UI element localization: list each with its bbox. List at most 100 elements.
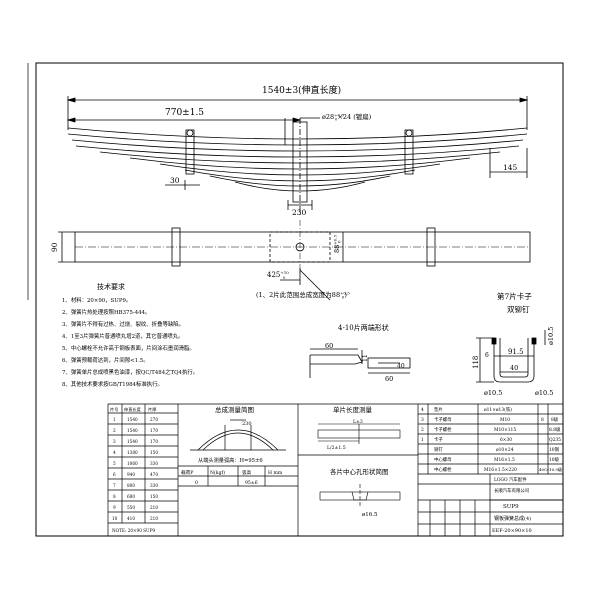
requirement-1: 1、材料：20×90，SUP9。 [62,296,131,304]
leaf-row-2-t: 170 [150,428,158,433]
center-width-top-dim: 88+0.50 [333,235,342,253]
leaf-row-9-len: 550 [127,505,135,510]
parts-row-4-spec: 6×30 [500,438,512,443]
parts-row-4-mat: Q235 [549,438,561,443]
leaf-row-1-t: 270 [150,417,158,422]
requirement-5: 5、中心螺栓不允许高于钢板表面，片间涂石墨润滑脂。 [62,344,195,352]
leaf-row-3-no: 3 [113,439,116,444]
parts-row-7-mat: 40Cr10.9级 [539,466,562,472]
center-hole-title: 各片中心孔形状简图 [330,467,389,476]
clip-top-dia: ø10.5 [547,327,555,345]
parts-row-1-no: 4 [421,408,424,413]
leaf-row-10-len: 410 [127,516,135,521]
center-hole-drawing [319,484,401,508]
leaf-row-5-len: 1060 [127,461,138,466]
company-name: 长顺汽车有限公司 [494,487,529,494]
leaf-table-note: NOTE: 20×90 SUP9 [112,528,155,533]
parts-row-5-mat: 10钢 [549,446,560,453]
leaf-row-9-no: 9 [113,505,116,510]
parts-row-2-spec: M10 [500,418,510,423]
parts-row-4-no: 1 [421,438,424,443]
assembly-title: 总成测量简图 [215,405,254,414]
requirement-4: 4、1至3片弹簧片普通喷丸增2道，其它普通喷丸。 [62,332,184,340]
clip-title: 第7片卡子 [497,291,532,301]
spring-side-view [66,96,529,215]
requirement-6: 6、弹簧预载荷达到，片间隙<1.5。 [62,356,149,364]
parts-row-6-mat: 10级 [549,456,560,463]
leaf-length-title: 单片长度测量 [333,405,373,414]
leaf-row-1-no: 1 [113,417,116,422]
parts-row-3-mat: 8.8级 [549,426,561,433]
clip-inner: 40 [510,364,518,372]
parts-row-6-spec: M16×1.5 [494,458,515,463]
leaf-row-7-len: 800 [127,483,135,488]
title-part-name: 钢板弹簧总成(4) [494,515,531,522]
parts-row-2-name: 卡子螺母 [434,416,452,423]
end-shape-drawing [309,348,411,378]
leaf-table-header-3: 片厚 [148,406,156,413]
leaf-row-8-len: 680 [127,494,135,499]
half-length-dim: 770±1.5 [165,108,204,118]
clip-hole-right: ø10.5 [535,389,553,397]
leaf-row-8-t: 150 [150,494,158,499]
leaf-row-3-len: 1540 [127,439,138,444]
leaf-row-6-no: 6 [113,472,116,477]
left-end-dim: 30 [170,176,180,185]
assembly-col-2: N(kgf) [210,469,225,476]
assembly-dim: 230 [242,421,252,427]
assembly-col-1: 载荷P [181,469,193,476]
assembly-arc-note: 从端头测量弧高：H=95±6 [198,456,263,464]
leaf-row-9-t: 210 [150,505,158,510]
parts-row-5-name: 铆钉 [434,446,443,453]
parts-row-6-name: 中心螺母 [434,456,452,463]
parts-row-7-name: 中心螺栓 [434,466,452,473]
leaf-row-10-no: 10 [112,516,118,521]
parts-row-3-name: 卡子螺栓 [434,426,452,433]
assembly-value-2: 95±6 [245,480,258,486]
clip-height: 118 [472,356,480,369]
leaf-row-2-len: 1540 [127,428,138,433]
parts-row-3-no: 2 [421,428,424,433]
leaf-length-l: L±3 [353,419,363,425]
leaf-row-5-t: 330 [150,461,158,466]
leaf-table-header-2: 伸直长度 [124,406,142,413]
drawing-frame [35,62,564,537]
leaf-length-half: L/2±1.5 [327,445,346,451]
leaf-row-7-no: 7 [113,483,116,488]
assembly-value-1: 0 [195,480,198,486]
title-part-code: EEF-20×90×10 [492,528,532,534]
end-shape-d4: 40 [397,363,405,370]
parts-row-4-name: 卡子 [434,436,443,443]
leaf-table-header-1: 片号 [110,406,118,413]
clip-height2: 6 [485,352,489,359]
requirement-7: 7、弹簧单片总成喷黑色油漆，按QC/T484之TQ4执行。 [62,368,198,376]
total-length-dim: 1540±3(伸直长度) [262,84,341,96]
leaf-row-4-no: 4 [113,450,116,455]
assembly-col-4: H mm [268,470,283,476]
leaf-row-2-no: 2 [113,428,116,433]
leaf-length-drawing [317,423,401,444]
parts-row-2-no: 3 [421,418,424,423]
leaf-row-6-len: 940 [127,472,135,477]
end-shape-d1: 60 [325,342,333,350]
spring-top-view [58,220,531,301]
right-end-dim: 145 [503,163,518,172]
parts-row-7-spec: M16×1.5×220 [484,468,517,473]
center-hole-dia: ø16.5 [362,512,378,518]
requirement-8: 8、其他技术要求按GB/T1984标准执行。 [62,380,163,388]
leaf-width-dim: 90 [50,242,59,252]
company-logo: LOGO 汽车配件 [494,476,527,483]
parts-row-1-spec: ø11×ø13(铁) [484,406,512,413]
parts-row-2-mat: 8级 [551,416,559,423]
end-shape-title: 4-10片两端形状 [338,323,389,332]
leaf-row-4-len: 1380 [127,450,138,455]
parts-row-2-qty: 8 [541,418,544,423]
parts-row-1-name: 垫片 [434,406,443,413]
leaf-row-5-no: 5 [113,461,116,466]
requirement-2: 2、弹簧片热处理按照HB375-444。 [62,308,150,316]
assembly-col-3: 弧高 [242,469,252,476]
